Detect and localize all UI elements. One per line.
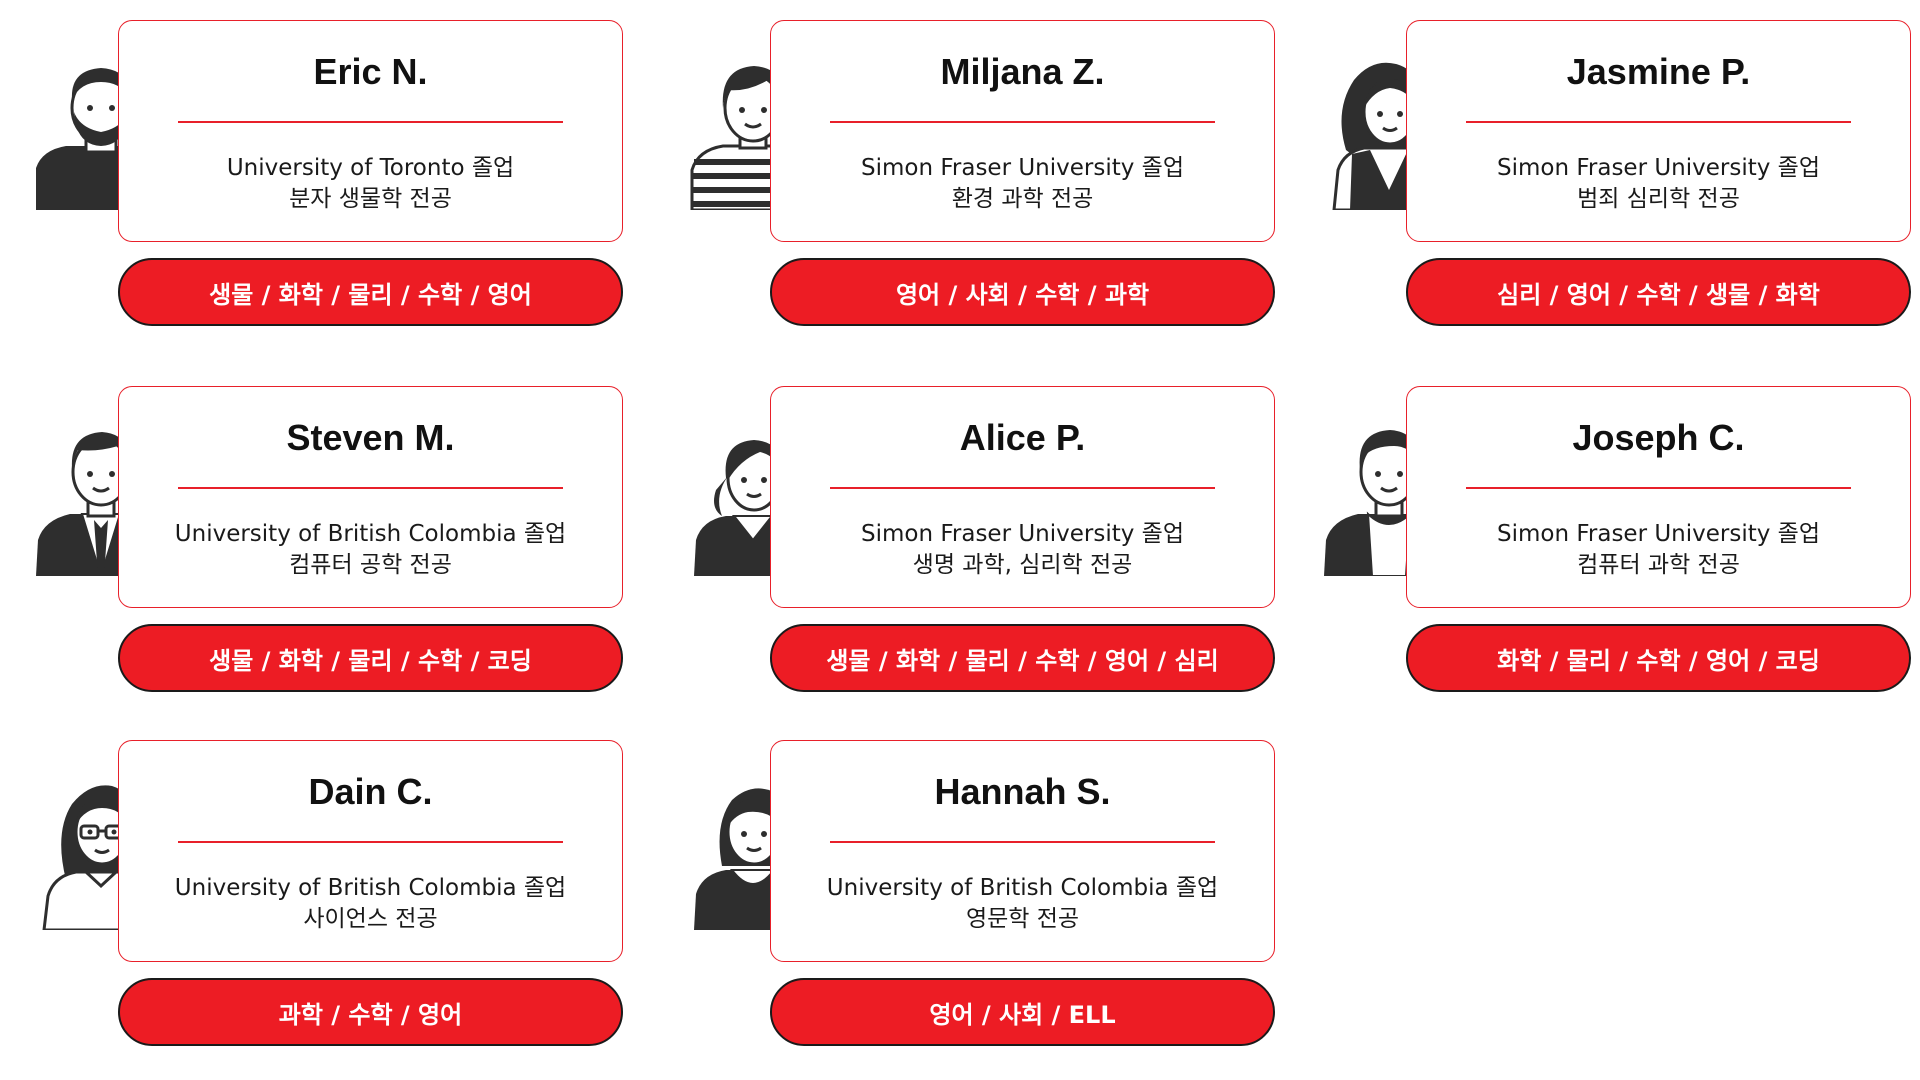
tutor-school: University of British Colombia 졸업 (174, 875, 567, 901)
tutor-card-dain: Dain C. University of British Colombia 졸… (36, 740, 736, 1060)
tutor-name: Alice P. (959, 417, 1086, 458)
tutor-major: 컴퓨터 과학 전공 (1577, 552, 1740, 578)
tutor-school: University of Toronto 졸업 (226, 155, 515, 181)
tutor-school: University of British Colombia 졸업 (174, 521, 567, 547)
tutor-subjects-badge: 생물 / 화학 / 물리 / 수학 / 영어 (118, 258, 623, 326)
tutor-card-eric: Eric N. University of Toronto 졸업 분자 생물학 … (36, 20, 736, 340)
tutor-major: 범죄 심리학 전공 (1577, 186, 1740, 212)
tutor-name: Steven M. (286, 417, 455, 458)
tutor-info-card: Steven M. University of British Colombia… (118, 386, 623, 608)
divider (178, 487, 563, 489)
divider (178, 841, 563, 843)
tutor-info-card: Miljana Z. Simon Fraser University 졸업 환경… (770, 20, 1275, 242)
tutor-name: Dain C. (308, 771, 433, 812)
tutor-subjects-badge: 화학 / 물리 / 수학 / 영어 / 코딩 (1406, 624, 1911, 692)
tutor-name: Joseph C. (1572, 417, 1745, 458)
divider (830, 841, 1215, 843)
tutor-card-alice: Alice P. Simon Fraser University 졸업 생명 과… (688, 386, 1388, 706)
tutor-subjects-badge: 심리 / 영어 / 수학 / 생물 / 화학 (1406, 258, 1911, 326)
tutor-major: 영문학 전공 (965, 906, 1080, 932)
tutor-info-card: Jasmine P. Simon Fraser University 졸업 범죄… (1406, 20, 1911, 242)
tutor-subjects-badge: 과학 / 수학 / 영어 (118, 978, 623, 1046)
tutor-subjects-badge: 생물 / 화학 / 물리 / 수학 / 코딩 (118, 624, 623, 692)
tutor-school: University of British Colombia 졸업 (826, 875, 1219, 901)
divider (830, 487, 1215, 489)
tutor-name: Hannah S. (934, 771, 1111, 812)
divider (830, 121, 1215, 123)
tutor-info-card: Alice P. Simon Fraser University 졸업 생명 과… (770, 386, 1275, 608)
tutor-subjects-badge: 영어 / 사회 / ELL (770, 978, 1275, 1046)
tutor-major: 분자 생물학 전공 (289, 186, 452, 212)
tutor-school: Simon Fraser University 졸업 (860, 521, 1184, 547)
tutor-school: Simon Fraser University 졸업 (1496, 521, 1820, 547)
divider (1466, 487, 1851, 489)
tutor-info-card: Joseph C. Simon Fraser University 졸업 컴퓨터… (1406, 386, 1911, 608)
tutor-major: 컴퓨터 공학 전공 (289, 552, 452, 578)
tutor-name: Eric N. (313, 51, 428, 92)
tutor-subjects-badge: 생물 / 화학 / 물리 / 수학 / 영어 / 심리 (770, 624, 1275, 692)
tutor-major: 환경 과학 전공 (951, 186, 1094, 212)
tutor-subjects-badge: 영어 / 사회 / 수학 / 과학 (770, 258, 1275, 326)
tutor-info-card: Eric N. University of Toronto 졸업 분자 생물학 … (118, 20, 623, 242)
divider (178, 121, 563, 123)
tutor-major: 사이언스 전공 (303, 906, 438, 932)
tutor-name: Miljana Z. (940, 51, 1105, 92)
tutor-card-joseph: Joseph C. Simon Fraser University 졸업 컴퓨터… (1324, 386, 1920, 706)
tutor-card-miljana: Miljana Z. Simon Fraser University 졸업 환경… (688, 20, 1388, 340)
tutor-info-card: Dain C. University of British Colombia 졸… (118, 740, 623, 962)
tutor-major: 생명 과학, 심리학 전공 (912, 552, 1133, 578)
divider (1466, 121, 1851, 123)
tutor-info-card: Hannah S. University of British Colombia… (770, 740, 1275, 962)
tutor-school: Simon Fraser University 졸업 (860, 155, 1184, 181)
tutor-card-hannah: Hannah S. University of British Colombia… (688, 740, 1388, 1060)
tutor-school: Simon Fraser University 졸업 (1496, 155, 1820, 181)
tutor-card-jasmine: Jasmine P. Simon Fraser University 졸업 범죄… (1324, 20, 1920, 340)
tutor-card-steven: Steven M. University of British Colombia… (36, 386, 736, 706)
tutor-name: Jasmine P. (1566, 51, 1751, 92)
